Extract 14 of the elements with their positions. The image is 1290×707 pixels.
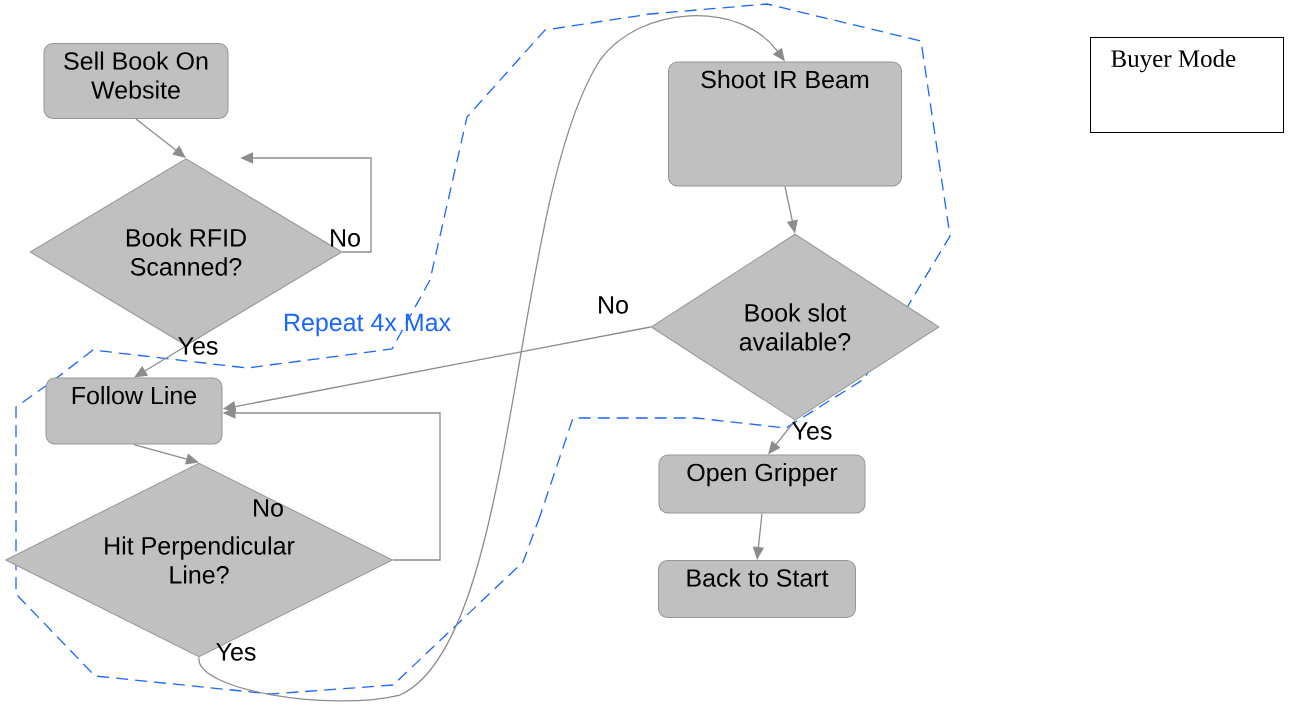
arrow [198, 15, 785, 702]
process-box: Shoot IR Beam [668, 61, 902, 187]
process-box: Back to Start [658, 560, 856, 618]
edge-label: No [254, 499, 283, 517]
edge-label: Yes [216, 643, 256, 661]
arrow [135, 118, 186, 158]
process-box: Sell Book On Website [43, 43, 229, 119]
process-box: Open Gripper [658, 454, 866, 514]
edge-label: Yes [792, 422, 832, 440]
arrow [134, 345, 187, 378]
edge-label: No [599, 296, 628, 314]
note-box: Buyer Mode [1090, 37, 1284, 133]
process-box: Follow Line [45, 377, 223, 445]
arrow [133, 443, 199, 465]
